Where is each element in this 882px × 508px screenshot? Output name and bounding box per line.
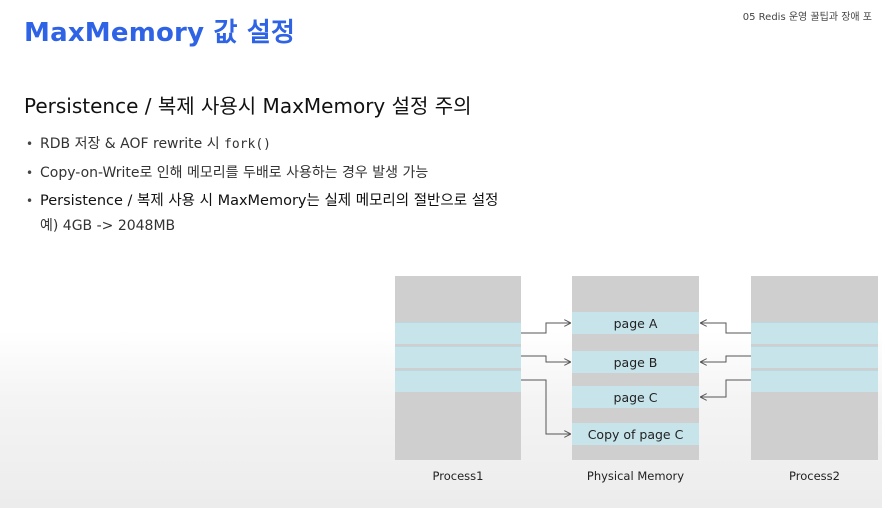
bullet-item-cow: Copy-on-Write로 인해 메모리를 두배로 사용하는 경우 발생 가능 — [26, 159, 498, 187]
slide-header-meta: 05 Redis 운영 꿀팁과 장애 포 — [742, 12, 872, 23]
arrow-p1-to-page-a — [521, 323, 570, 334]
arrow-p1-to-page-b — [521, 355, 570, 362]
physical-memory-label: Physical Memory — [586, 469, 685, 483]
section-title: Persistence / 복제 사용시 MaxMemory 설정 주의 — [24, 94, 472, 118]
physical-memory-column: page A page B page C Copy of page C — [572, 276, 699, 460]
physical-page-a: page A — [572, 312, 699, 334]
slide-header-title: MaxMemory 값 설정 — [24, 18, 296, 48]
process2-label: Process2 — [789, 469, 840, 483]
physical-page-c-copy: Copy of page C — [572, 423, 699, 445]
process1-page-a — [395, 322, 521, 344]
bullet-item-fork: RDB 저장 & AOF rewrite 시 fork() — [26, 130, 498, 159]
process1-label: Process1 — [432, 469, 484, 483]
example-text: 예) 4GB -> 2048MB — [40, 218, 176, 234]
bullet-text: Copy-on-Write로 인해 메모리를 두배로 사용하는 경우 발생 가능 — [40, 165, 429, 181]
arrow-p2-to-page-b — [701, 355, 751, 362]
process2-page-c — [751, 370, 878, 392]
bullet-text: RDB 저장 & AOF rewrite 시 — [40, 136, 225, 152]
bullet-text: Persistence / 복제 사용 시 MaxMemory는 실제 메모리의… — [40, 193, 499, 209]
process2-column — [751, 276, 878, 460]
process2-page-b — [751, 346, 878, 368]
bullet-code: fork() — [224, 137, 272, 152]
bullet-list: RDB 저장 & AOF rewrite 시 fork() Copy-on-Wr… — [26, 130, 498, 215]
bullet-item-maxmemory: Persistence / 복제 사용 시 MaxMemory는 실제 메모리의… — [26, 187, 498, 215]
arrow-p2-to-page-c — [701, 379, 751, 397]
process1-column — [395, 276, 521, 460]
process1-page-c — [395, 370, 521, 392]
physical-page-c: page C — [572, 386, 699, 408]
process2-page-a — [751, 322, 878, 344]
arrow-p1-to-copy-c — [521, 379, 570, 434]
process1-page-b — [395, 346, 521, 368]
arrow-p2-to-page-a — [701, 323, 751, 334]
physical-page-b: page B — [572, 351, 699, 373]
